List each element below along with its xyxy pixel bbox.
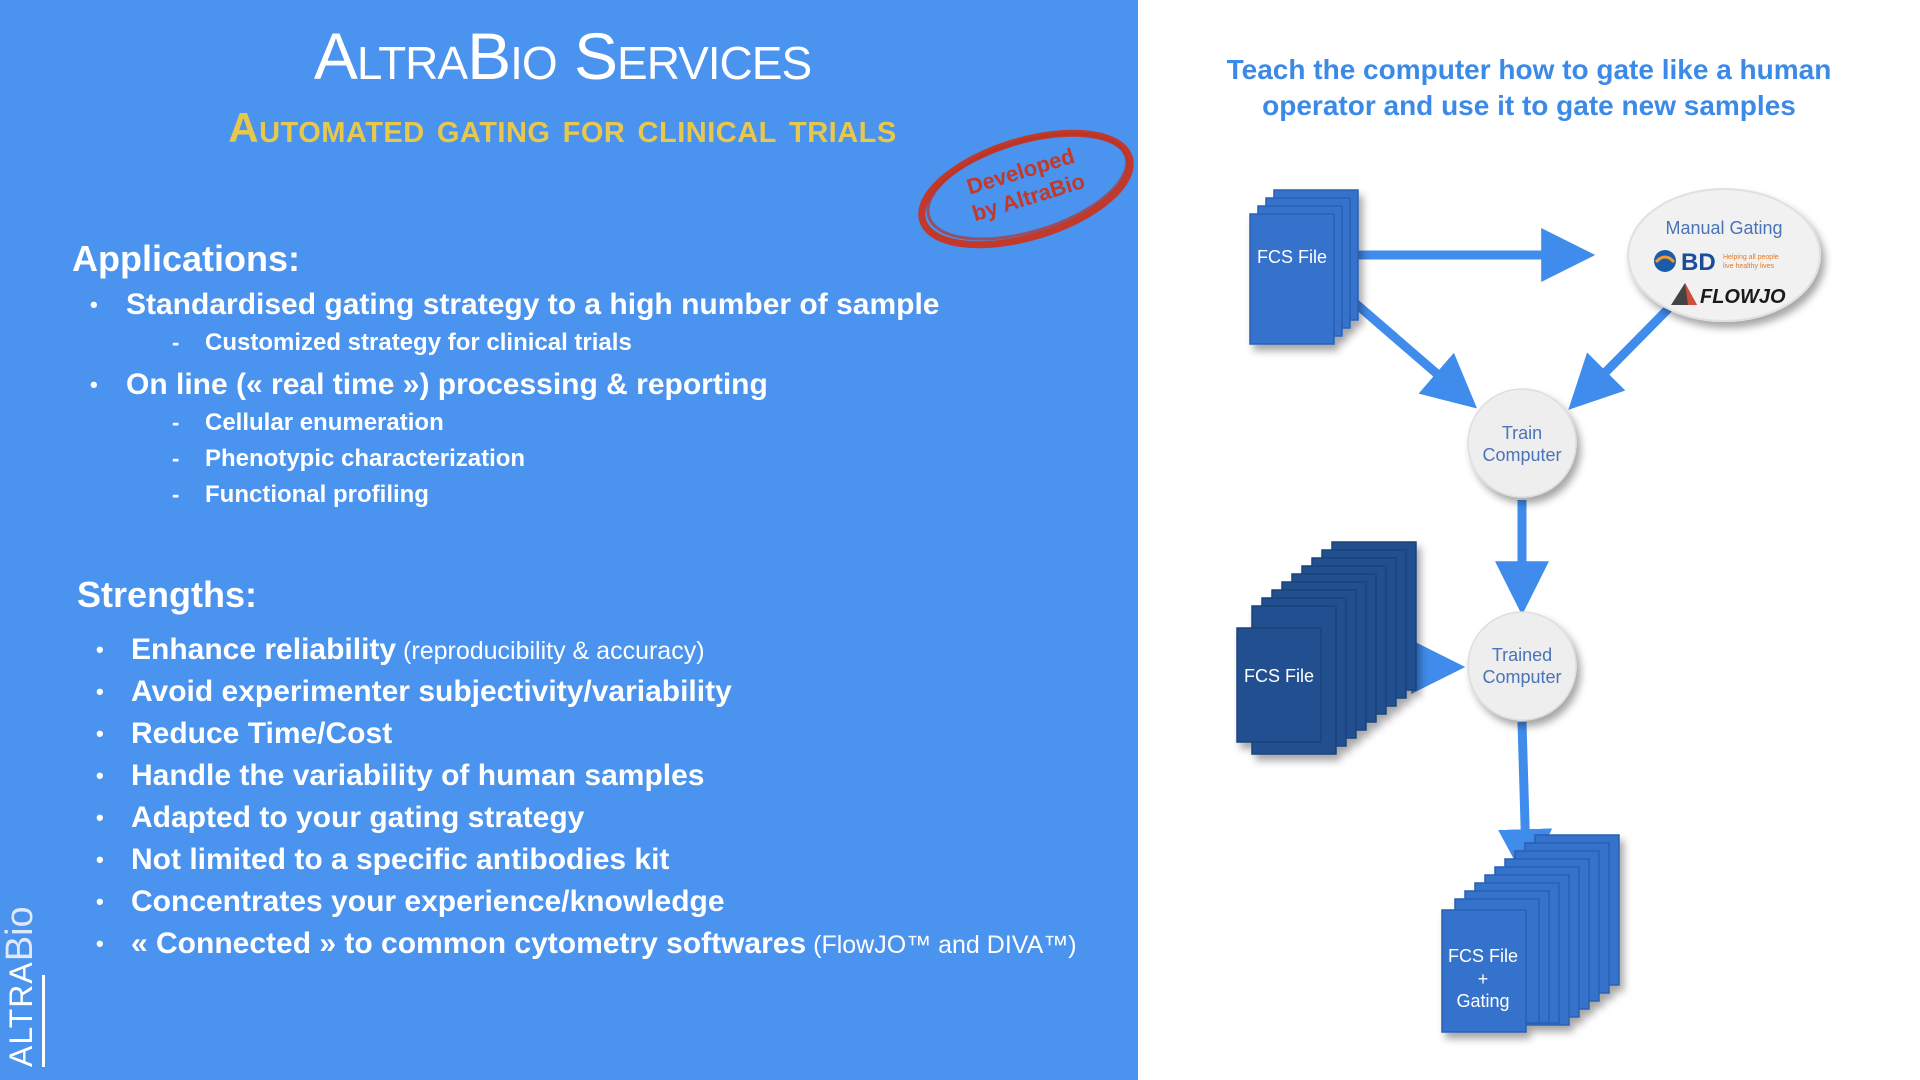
- trained-computer-node: Trained Computer: [1467, 611, 1577, 721]
- dash-icon: -: [172, 410, 180, 435]
- list-item-label: Concentrates your experience/knowledge: [131, 885, 725, 918]
- list-subitem-label: Functional profiling: [205, 481, 429, 508]
- list-item-label: Standardised gating strategy to a high n…: [126, 288, 940, 321]
- trained-line1: Trained: [1492, 645, 1552, 665]
- list-item: • Adapted to your gating strategy: [0, 797, 1077, 839]
- list-subitem-label: Cellular enumeration: [205, 409, 444, 436]
- fcs-batch-stack: [1236, 541, 1417, 755]
- list-item-label: Enhance reliability: [131, 633, 397, 666]
- list-item: • Avoid experimenter subjectivity/variabi…: [0, 671, 1077, 713]
- list-item-label: Adapted to your gating strategy: [131, 801, 585, 834]
- arrow-manual-to-train: [1568, 301, 1676, 410]
- diagram-title: Teach the computer how to gate like a hu…: [1226, 54, 1832, 121]
- bd-tagline-line1: Helping all people: [1723, 254, 1779, 261]
- bd-tagline-line2: live healthy lives: [1723, 263, 1774, 270]
- list-item-label: Not limited to a specific antibodies kit: [131, 843, 670, 876]
- page-title: AltraBio Services: [313, 19, 812, 93]
- fcs-file-stack: [1249, 189, 1359, 345]
- list-item-note: (reproducibility & accuracy): [396, 637, 705, 665]
- manual-gating-label: Manual Gating: [1665, 218, 1782, 238]
- list-item: • Enhance reliability (reproducibility & …: [0, 629, 1077, 671]
- output-line2: +: [1478, 969, 1489, 989]
- list-item-label: Handle the variability of human samples: [131, 759, 705, 792]
- list-item-label: Avoid experimenter subjectivity/variabil…: [131, 675, 732, 708]
- list-item: • « Connected » to common cytometry softw…: [0, 923, 1077, 965]
- arrows: [1337, 228, 1676, 884]
- list-item-label: « Connected » to common cytometry softwa…: [131, 927, 807, 960]
- list-subitem-label: Customized strategy for clinical trials: [205, 329, 632, 356]
- bullet-icon: •: [96, 637, 104, 662]
- train-computer-node: Train Computer: [1467, 388, 1577, 498]
- bd-logo-text: BD: [1681, 249, 1716, 276]
- list-subitem: - Phenotypic characterization: [0, 441, 939, 477]
- page-subtitle: Automated gating for clinical trials: [228, 104, 897, 151]
- list-item-label: Reduce Time/Cost: [131, 717, 393, 750]
- train-line1: Train: [1502, 423, 1542, 443]
- left-panel: AltraBio Services Automated gating for c…: [0, 0, 1138, 1080]
- dash-icon: -: [172, 446, 180, 471]
- output-line1: FCS File: [1448, 946, 1518, 966]
- bd-logo: BD Helping all people live healthy lives: [1654, 249, 1779, 276]
- dash-icon: -: [172, 330, 180, 355]
- manual-gating-node: Manual Gating BD Helping all people live…: [1627, 188, 1821, 322]
- strengths-list: • Enhance reliability (reproducibility & …: [0, 629, 1077, 965]
- bullet-icon: •: [96, 847, 104, 872]
- arrow-fcs-to-train: [1337, 286, 1478, 409]
- list-item: • On line (« real time ») processing & r…: [0, 365, 939, 405]
- bullet-icon: •: [96, 763, 104, 788]
- list-item: • Not limited to a specific antibodies ki…: [0, 839, 1077, 881]
- output-line3: Gating: [1456, 991, 1509, 1011]
- list-item: • Reduce Time/Cost: [0, 713, 1077, 755]
- applications-list: • Standardised gating strategy to a high…: [0, 285, 939, 513]
- bullet-icon: •: [96, 679, 104, 704]
- output-file-stack: [1441, 834, 1620, 1033]
- bullet-icon: •: [96, 805, 104, 830]
- train-line2: Computer: [1482, 445, 1561, 465]
- dash-icon: -: [172, 482, 180, 507]
- stamp-ring: [918, 129, 1134, 249]
- list-subitem-label: Phenotypic characterization: [205, 445, 526, 472]
- list-item: • Handle the variability of human samples: [0, 755, 1077, 797]
- fcs-file-label: FCS File: [1257, 247, 1327, 267]
- strengths-heading: Strengths:: [77, 574, 257, 615]
- flowjo-logo: FLOWJO: [1671, 283, 1786, 308]
- bullet-icon: •: [96, 721, 104, 746]
- list-subitem: - Cellular enumeration: [0, 405, 939, 441]
- list-item: • Standardised gating strategy to a high…: [0, 285, 939, 325]
- bullet-icon: •: [96, 931, 104, 956]
- list-item-label: On line (« real time ») processing & rep…: [126, 368, 768, 401]
- developed-stamp: Developed by AltraBio: [900, 99, 1153, 279]
- trained-line2: Computer: [1482, 667, 1561, 687]
- fcs-batch-label: FCS File: [1244, 666, 1314, 686]
- arrow-trained-to-output: [1498, 721, 1553, 884]
- list-item: • Concentrates your experience/knowledge: [0, 881, 1077, 923]
- bullet-icon: •: [96, 889, 104, 914]
- bullet-icon: •: [90, 292, 98, 317]
- bullet-icon: •: [90, 372, 98, 397]
- flowjo-logo-text: FLOWJO: [1700, 286, 1786, 308]
- list-subitem: - Functional profiling: [0, 477, 939, 513]
- list-item-note: (FlowJO™ and DIVA™): [806, 931, 1077, 959]
- list-subitem: - Customized strategy for clinical trial…: [0, 325, 939, 361]
- applications-heading: Applications:: [72, 238, 301, 279]
